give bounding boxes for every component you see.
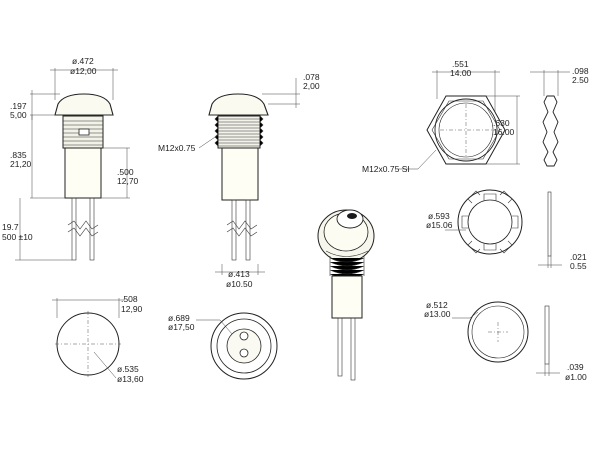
front-face-outer: ø.535 [117, 364, 139, 374]
flat-washer-dia: ø.512 [426, 300, 448, 310]
flat-washer-thickness: .039 [567, 362, 584, 372]
rear-face-dia: ø.689 [168, 313, 190, 323]
side-thread-label: M12x0.75 [158, 143, 196, 153]
lock-washer-outline [457, 189, 523, 255]
front-face-view: .508 12,90 ø.535 ø13,60 [52, 294, 144, 384]
lock-washer-edge [547, 191, 552, 257]
flat-washer-thickness-mm: ø1.00 [565, 372, 587, 382]
front-dimensions: ø.472 ø12,00 .197 5,00 .835 21,20 .500 1… [2, 56, 139, 261]
iso-thread [329, 256, 365, 279]
front-window [78, 128, 90, 136]
body-length-mm: 21,20 [10, 159, 32, 169]
lock-washer-teeth [461, 190, 519, 254]
hex-thread-label: M12x0.75 SI [362, 164, 410, 174]
front-cap-dia-mm: ø12,00 [70, 66, 97, 76]
side-leads [226, 199, 258, 261]
rear-pin-2 [239, 348, 249, 358]
hex-corner: .630 [493, 118, 510, 128]
iso-lens [336, 209, 364, 229]
collar-length: .500 [117, 167, 134, 177]
flat-washer-view: ø.512 ø13.00 .039 ø1.00 [424, 300, 587, 382]
rear-face-view: ø.689 ø17,50 [168, 312, 278, 380]
lock-washer-dia: ø.593 [428, 211, 450, 221]
nut-thickness-mm: 2.50 [572, 75, 589, 85]
isometric-view [317, 209, 375, 381]
hex-width-mm: 14.00 [450, 68, 472, 78]
hex-width: .551 [452, 59, 469, 69]
front-face-dia: .508 [121, 294, 138, 304]
lock-washer-thickness-mm: 0.55 [570, 261, 587, 271]
front-face-dia-mm: 12,90 [121, 304, 143, 314]
hex-nut-view: .551 14.00 .630 16.00 M12x0.75 SI [362, 59, 520, 174]
front-cap [54, 93, 114, 116]
flat-washer-edge [544, 305, 550, 365]
lead-length-tol: 500 ±10 [2, 232, 33, 242]
flat-washer-dia-mm: ø13.00 [424, 309, 451, 319]
nut-edge-profile [542, 95, 559, 167]
front-cap-dia: ø.472 [72, 56, 94, 66]
iso-lens-dot [347, 213, 357, 219]
side-thread-lines [214, 115, 264, 147]
front-body [64, 147, 102, 199]
lock-washer-thickness: .021 [570, 252, 587, 262]
side-elevation-view: .078 2,00 M12x0.75 ø.413 ø10.50 [158, 72, 320, 289]
front-face-outer-mm: ø13,60 [117, 374, 144, 384]
side-dimensions: .078 2,00 M12x0.75 ø.413 ø10.50 [158, 72, 320, 289]
hex-corner-mm: 16.00 [493, 127, 515, 137]
lead-length: 19.7 [2, 222, 19, 232]
nut-dia-mm: ø10.50 [226, 279, 253, 289]
side-cap-height-mm: 2,00 [303, 81, 320, 91]
cap-height-mm: 5,00 [10, 110, 27, 120]
lock-washer-view: ø.593 ø15.06 .021 0.55 [426, 189, 587, 271]
side-cap-height: .078 [303, 72, 320, 82]
rear-pin-1 [239, 331, 249, 341]
nut-edge-view: .098 2.50 [530, 66, 589, 167]
lock-washer-dia-mm: ø15.06 [426, 220, 453, 230]
side-cap [208, 93, 269, 116]
body-length: .835 [10, 150, 27, 160]
rear-face-dia-mm: ø17,50 [168, 322, 195, 332]
iso-body [331, 275, 363, 319]
cap-height: .197 [10, 101, 27, 111]
hex-dimensions: .551 14.00 .630 16.00 M12x0.75 SI [362, 59, 520, 174]
front-leads [67, 197, 99, 261]
collar-length-mm: 12,70 [117, 176, 139, 186]
nut-thickness: .098 [572, 66, 589, 76]
nut-dia: ø.413 [228, 269, 250, 279]
side-body [221, 147, 259, 201]
front-elevation-view: ø.472 ø12,00 .197 5,00 .835 21,20 .500 1… [2, 56, 139, 261]
